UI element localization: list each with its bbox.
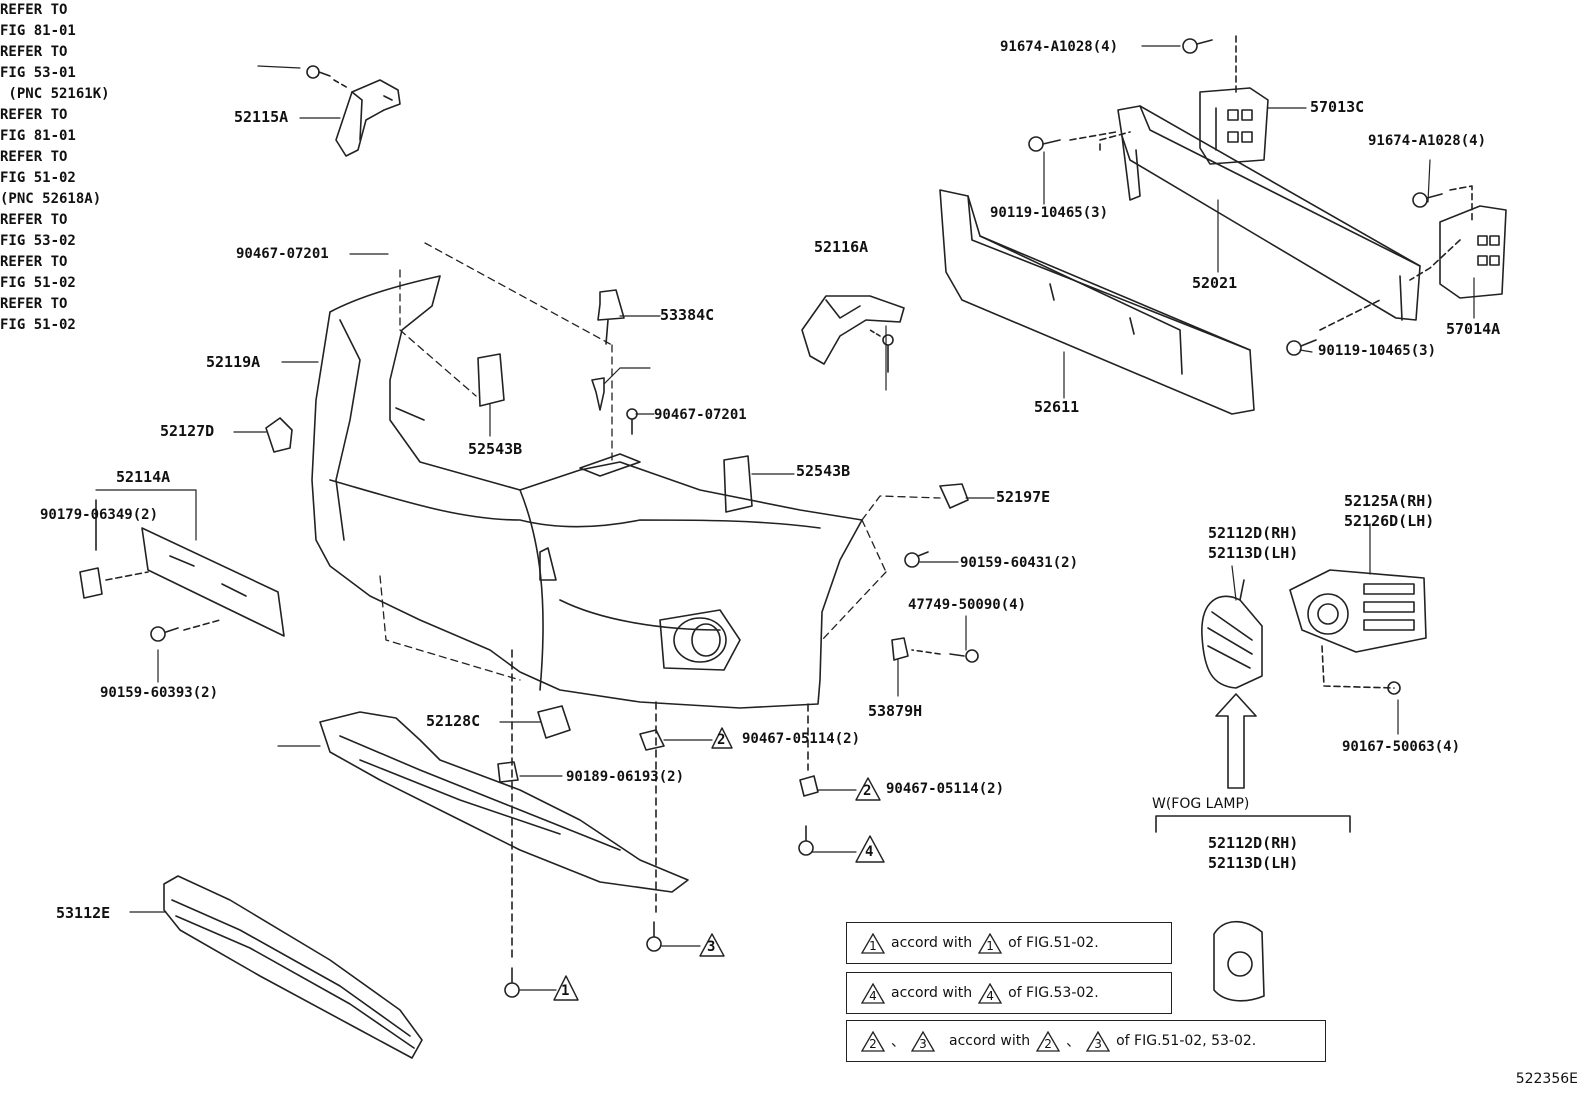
legend-separator: 、 <box>891 1034 905 1050</box>
wfog-bracket-line <box>1155 815 1351 833</box>
legend-text: of FIG.51-02, 53-02. <box>1116 1033 1257 1049</box>
bumper-guide-lines <box>379 242 941 681</box>
part-90467-07201-a: 90467-07201 <box>236 246 329 262</box>
part-52119a: 52119A <box>206 353 261 371</box>
part-52115a: 52115A <box>234 108 289 126</box>
triangle-icon: 1 <box>861 932 885 954</box>
part-52113d-lh-a: 52113D(LH) <box>1208 544 1299 562</box>
part-52127d: 52127D <box>160 422 215 440</box>
bracket-52116a-shape <box>801 295 905 373</box>
w-fog-lamp-label: W(FOG LAMP) <box>1152 796 1250 812</box>
refer-fig-53-02: REFER TO FIG 53-02 <box>0 212 76 249</box>
fog-bezel-shape <box>1213 920 1265 1002</box>
bumper-side-fasteners <box>891 483 979 663</box>
part-57013c: 57013C <box>1310 98 1365 116</box>
part-52611: 52611 <box>1034 398 1080 416</box>
marker-3: 3 <box>707 939 716 955</box>
license-bracket-52114a-shape <box>79 499 285 642</box>
triangle-icon: 3 <box>911 1030 935 1052</box>
leader-lines <box>95 45 1475 991</box>
legend-text: accord with <box>891 935 973 951</box>
part-91674-a1028-a: 91674-A1028(4) <box>1000 39 1119 55</box>
part-90189-06193: 90189-06193(2) <box>566 769 685 785</box>
part-52543b-b: 52543B <box>796 462 851 480</box>
part-52112d-rh-b: 52112D(RH) <box>1208 834 1299 852</box>
part-90467-05114-b: 90467-05114(2) <box>886 781 1005 797</box>
legend-row-2: 4 accord with 4 of FIG.53-02. <box>846 972 1172 1014</box>
part-47749-50090: 47749-50090(4) <box>908 597 1027 613</box>
part-52112d-rh-a: 52112D(RH) <box>1208 524 1299 542</box>
part-53112e: 53112E <box>56 904 111 922</box>
triangle-icon: 3 <box>1086 1030 1111 1052</box>
part-91674-a1028-b: 91674-A1028(4) <box>1368 133 1487 149</box>
part-52125a-rh: 52125A(RH) <box>1344 492 1435 510</box>
part-52126d-lh: 52126D(LH) <box>1344 512 1435 530</box>
triangle-icon: 2 <box>861 1030 885 1052</box>
legend-text: accord with <box>891 985 973 1001</box>
part-52113d-lh-b: 52113D(LH) <box>1208 854 1299 872</box>
triangle-icon: 4 <box>861 982 885 1004</box>
reinforcement-52021-shape <box>1117 87 1507 321</box>
marker-4: 4 <box>865 844 874 860</box>
bracket-52115a-shape <box>306 65 401 157</box>
refer-fig-51-02-marker3: REFER TO FIG 51-02 <box>0 254 76 291</box>
fog-lamp-cover-shape <box>1201 579 1263 689</box>
part-57014a: 57014A <box>1446 320 1501 338</box>
part-52197e: 52197E <box>996 488 1051 506</box>
absorber-52611-shape <box>939 189 1255 415</box>
triangle-icon: 1 <box>978 932 1003 954</box>
part-53384c: 53384C <box>660 306 715 324</box>
legend-text: of FIG.53-02. <box>1008 985 1099 1001</box>
part-90119-10465-b: 90119-10465(3) <box>1318 343 1437 359</box>
figure-id: 522356E <box>1515 1071 1578 1087</box>
refer-fig-51-02-left: REFER TO FIG 51-02 (PNC 52618A) <box>0 149 102 207</box>
lower-clips <box>497 649 819 998</box>
refer-fig-53-01: REFER TO FIG 53-01 (PNC 52161K) <box>0 44 110 102</box>
part-90467-05114-a: 90467-05114(2) <box>742 731 861 747</box>
cap-52127d-shape <box>265 417 293 453</box>
refer-fig-81-01-top: REFER TO FIG 81-01 <box>0 2 76 39</box>
part-90119-10465-a: 90119-10465(3) <box>990 205 1109 221</box>
grille-53112e-shape <box>163 875 423 1059</box>
bumper-cover-52119a-shape <box>311 275 863 709</box>
part-90467-07201-b: 90467-07201 <box>654 407 747 423</box>
part-52128c: 52128C <box>426 712 481 730</box>
fog-arrow-shape <box>1215 693 1257 789</box>
marker-2-b: 2 <box>863 783 872 799</box>
refer-fig-81-01-mid: REFER TO FIG 81-01 <box>0 107 76 144</box>
legend-separator: 、 <box>1066 1034 1081 1050</box>
pad-52543b-shapes <box>477 353 753 513</box>
refer-fig-51-02-marker1: REFER TO FIG 51-02 <box>0 296 76 333</box>
part-90159-60431: 90159-60431(2) <box>960 555 1079 571</box>
fog-lamp-housing-shape <box>1289 569 1427 695</box>
legend-text: of FIG.51-02. <box>1008 935 1099 951</box>
reinforcement-bolts <box>1028 35 1473 356</box>
marker-2-a: 2 <box>717 732 726 748</box>
part-52543b-a: 52543B <box>468 440 523 458</box>
part-90179-06349: 90179-06349(2) <box>40 507 159 523</box>
legend-row-3: 2 、 3 accord with 2 、 3 of FIG.51-02, 53… <box>846 1020 1326 1062</box>
clips-53384c-shapes <box>579 289 641 477</box>
part-90167-50063: 90167-50063(4) <box>1342 739 1461 755</box>
part-52114a: 52114A <box>116 468 171 486</box>
legend-row-1: 1 accord with 1 of FIG.51-02. <box>846 922 1172 964</box>
legend-text: accord with <box>949 1033 1031 1049</box>
part-52116a: 52116A <box>814 238 869 256</box>
triangle-icon: 2 <box>1036 1030 1061 1052</box>
part-52021: 52021 <box>1192 274 1238 292</box>
undercover-shape <box>319 711 689 893</box>
triangle-icon: 4 <box>978 982 1003 1004</box>
marker-1: 1 <box>561 983 570 999</box>
cap-52128c-shape <box>537 705 571 739</box>
part-90159-60393: 90159-60393(2) <box>100 685 219 701</box>
part-53879h: 53879H <box>868 702 923 720</box>
triangle-markers <box>553 727 885 1001</box>
